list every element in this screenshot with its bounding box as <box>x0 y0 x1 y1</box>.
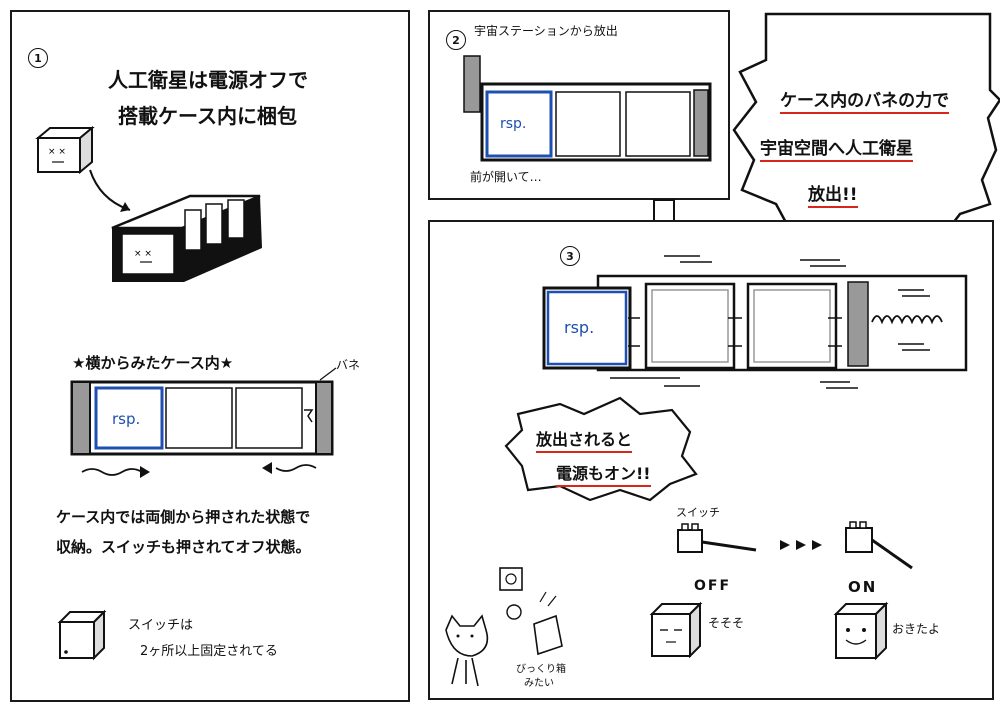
front-open-caption: 前が開いて… <box>470 170 542 184</box>
panel-1-desc-line1: ケース内では両側から押された状態で <box>56 508 311 526</box>
panel-3-number: 3 <box>560 246 580 266</box>
switch-off-icon <box>677 523 757 553</box>
off-label: OFF <box>694 578 732 594</box>
spring-label: バネ <box>336 358 361 372</box>
switch-label: スイッチ <box>676 506 720 519</box>
side-view-slot1-label: rsp. <box>112 410 141 428</box>
panel-3-bubble-line1: 放出されると <box>536 426 633 453</box>
switch-on-icon <box>845 521 913 570</box>
panel-1-title-line2: 搭載ケース内に梱包 <box>118 104 297 128</box>
panel-1-title-line1: 人工衛星は電源オフで <box>108 68 308 92</box>
panel-2-number: 2 <box>446 30 466 50</box>
panel-1 <box>10 10 410 702</box>
side-view-title: ★横からみたケース内★ <box>72 354 234 372</box>
top-bubble-line3: 放出!! <box>808 180 858 208</box>
switch-note-line2: 2ヶ所以上固定されてる <box>140 644 278 659</box>
cat-caption-line2: みたい <box>524 678 554 689</box>
awake-caption: おきたよ <box>892 622 941 636</box>
svg-text:× ×: × × <box>134 249 152 259</box>
panel-3-slot1-label: rsp. <box>564 318 595 337</box>
awake-cube-icon <box>833 601 889 661</box>
switch-note-line1: スイッチは <box>128 618 194 633</box>
sleeping-satellite-cube-icon: × × <box>35 125 95 175</box>
on-label: ON <box>848 578 878 596</box>
cat-caption-line1: びっくり箱 <box>516 664 566 675</box>
panel-2-title: 宇宙ステーションから放出 <box>474 24 618 38</box>
svg-text:× ×: × × <box>48 147 66 157</box>
side-view-case <box>70 367 337 456</box>
panel-1-number: 1 <box>28 48 48 68</box>
sleep-caption: そそそ <box>708 616 745 630</box>
top-bubble-line2: 宇宙空間へ人工衛星 <box>760 134 913 162</box>
deploy-case-3d: × × <box>111 194 262 282</box>
sleeping-cube-icon <box>649 601 703 659</box>
panel-2-slot1-label: rsp. <box>500 116 527 132</box>
cat-doodle-icon <box>445 614 489 687</box>
top-bubble-line1: ケース内のバネの力で <box>780 86 950 114</box>
jack-in-box-icon <box>499 567 563 656</box>
panel-3-bubble-line2: 電源もオン!! <box>556 460 651 487</box>
switch-cube-icon <box>57 609 107 661</box>
panel-1-desc-line2: 収納。スイッチも押されてオフ状態。 <box>56 538 311 556</box>
